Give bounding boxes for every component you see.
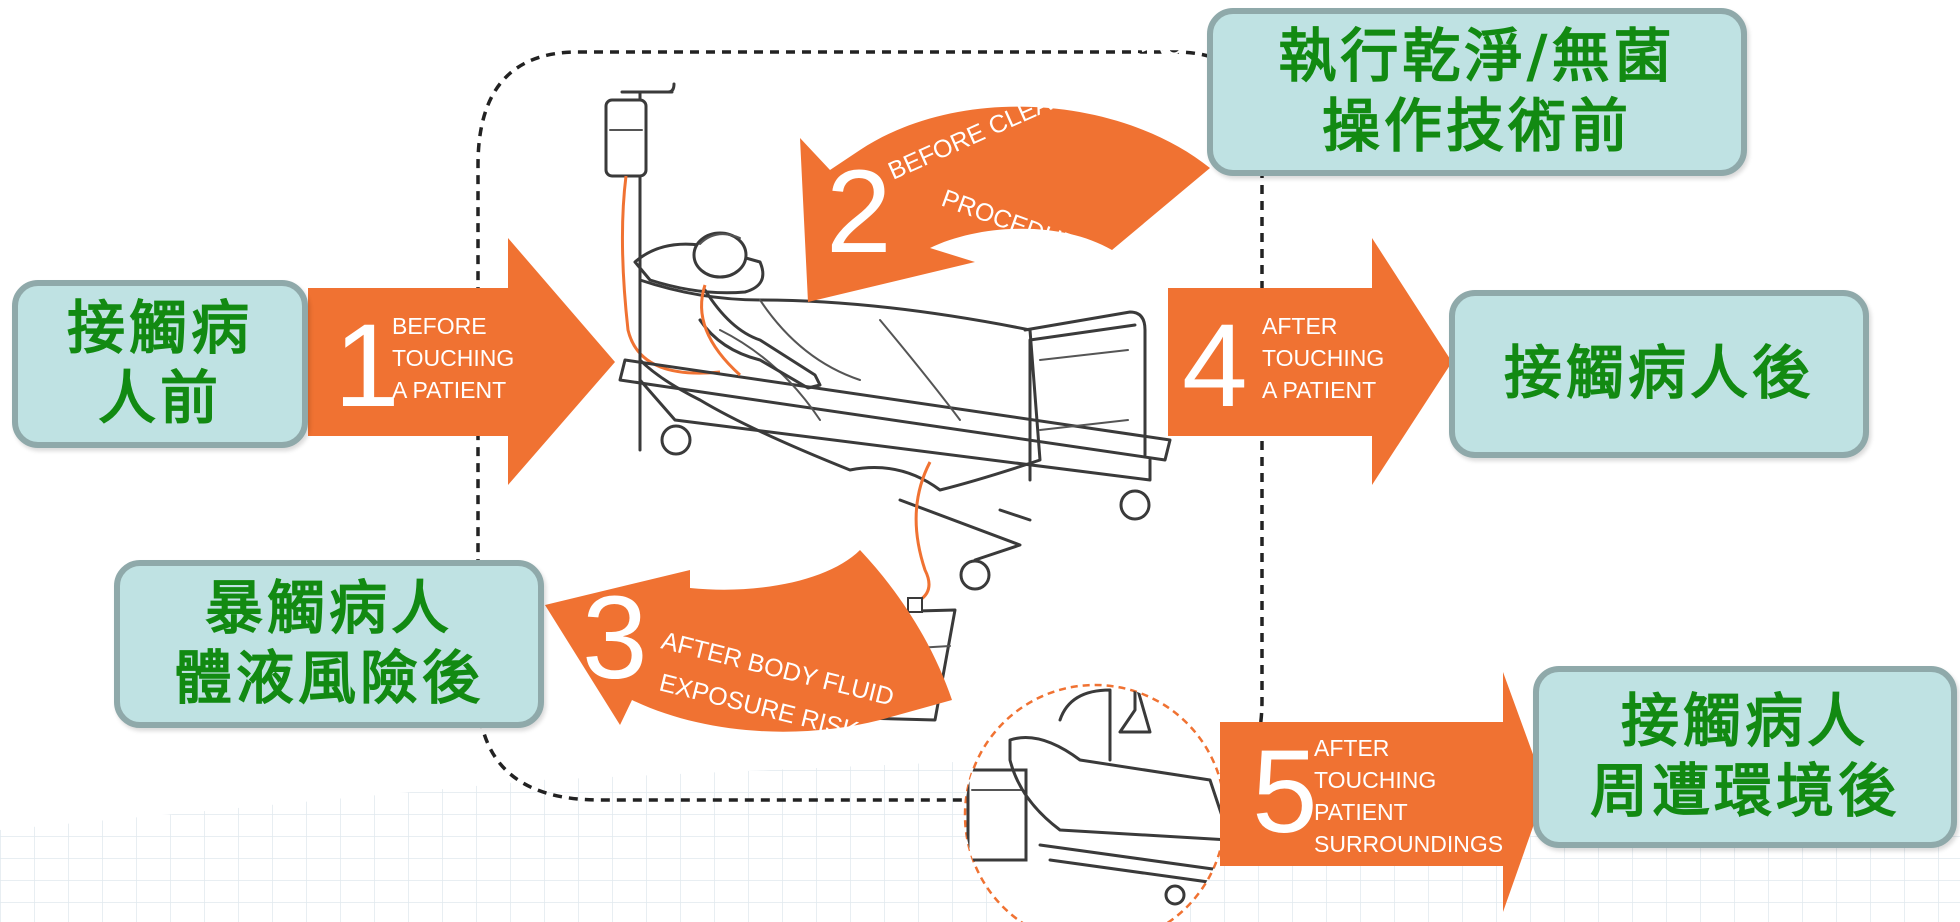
moment-5-zh-box: 接觸病人 周遭環境後 — [1533, 666, 1957, 848]
surroundings-illustration — [963, 683, 1227, 922]
moment-1-label-line: TOUCHING — [392, 345, 514, 371]
moment-5-number: 5 — [1252, 726, 1318, 858]
moment-2-arrow: 2 BEFORE CLEAN / ASEPTIC PROCEDURE — [800, 30, 1210, 302]
patient-bed-illustration — [604, 82, 1172, 722]
moment-4-label-line: AFTER — [1262, 313, 1337, 339]
moment-1-zh-line: 接觸病 — [66, 294, 253, 363]
moment-5-label-line: AFTER — [1314, 735, 1389, 761]
moment-3-zh-line: 暴觸病人 — [204, 574, 453, 643]
moment-5-label-line: PATIENT — [1314, 799, 1408, 825]
moment-1-number: 1 — [334, 300, 400, 432]
arrow-2-shape — [800, 106, 1210, 302]
moment-5-zh-line: 接觸病人 — [1620, 687, 1869, 756]
moment-5-zh-line: 周遭環境後 — [1589, 757, 1900, 825]
moment-4-number: 4 — [1182, 300, 1248, 432]
moment-1-label-line: BEFORE — [392, 313, 487, 339]
moment-5-label-line: SURROUNDINGS — [1314, 831, 1503, 857]
arrow-3-shape — [545, 550, 952, 732]
moment-4-label-line: TOUCHING — [1262, 345, 1384, 371]
moment-4-arrow: 4 AFTER TOUCHING A PATIENT — [1168, 238, 1452, 485]
moment-4-zh-line: 接觸病人後 — [1503, 339, 1814, 408]
moment-3-number: 3 — [582, 572, 648, 704]
moment-2-zh-line: 操作技術前 — [1321, 92, 1632, 160]
moment-2-zh-line: 執行乾淨/無菌 — [1278, 22, 1676, 91]
moment-4-label-line: A PATIENT — [1262, 377, 1376, 403]
moment-5-arrow: 5 AFTER TOUCHING PATIENT SURROUNDINGS — [1220, 672, 1546, 912]
moment-1-zh-line: 人前 — [97, 364, 222, 432]
moment-1-arrow: 1 BEFORE TOUCHING A PATIENT — [308, 238, 615, 485]
moment-1-label-line: A PATIENT — [392, 377, 506, 403]
moment-2-number: 2 — [826, 146, 892, 278]
moment-2-zh-box: 執行乾淨/無菌 操作技術前 — [1207, 8, 1747, 176]
moment-1-zh-box: 接觸病 人前 — [12, 280, 308, 448]
moment-4-zh-box: 接觸病人後 — [1449, 290, 1869, 458]
arrow-5-shape — [1220, 672, 1546, 912]
moment-3-arrow: 3 AFTER BODY FLUID EXPOSURE RISK — [545, 550, 952, 745]
moment-3-zh-line: 體液風險後 — [173, 644, 484, 712]
moment-5-label-line: TOUCHING — [1314, 767, 1436, 793]
arrow-4-shape — [1168, 238, 1452, 485]
moment-3-zh-box: 暴觸病人 體液風險後 — [114, 560, 544, 728]
arrow-1-shape — [308, 238, 615, 485]
